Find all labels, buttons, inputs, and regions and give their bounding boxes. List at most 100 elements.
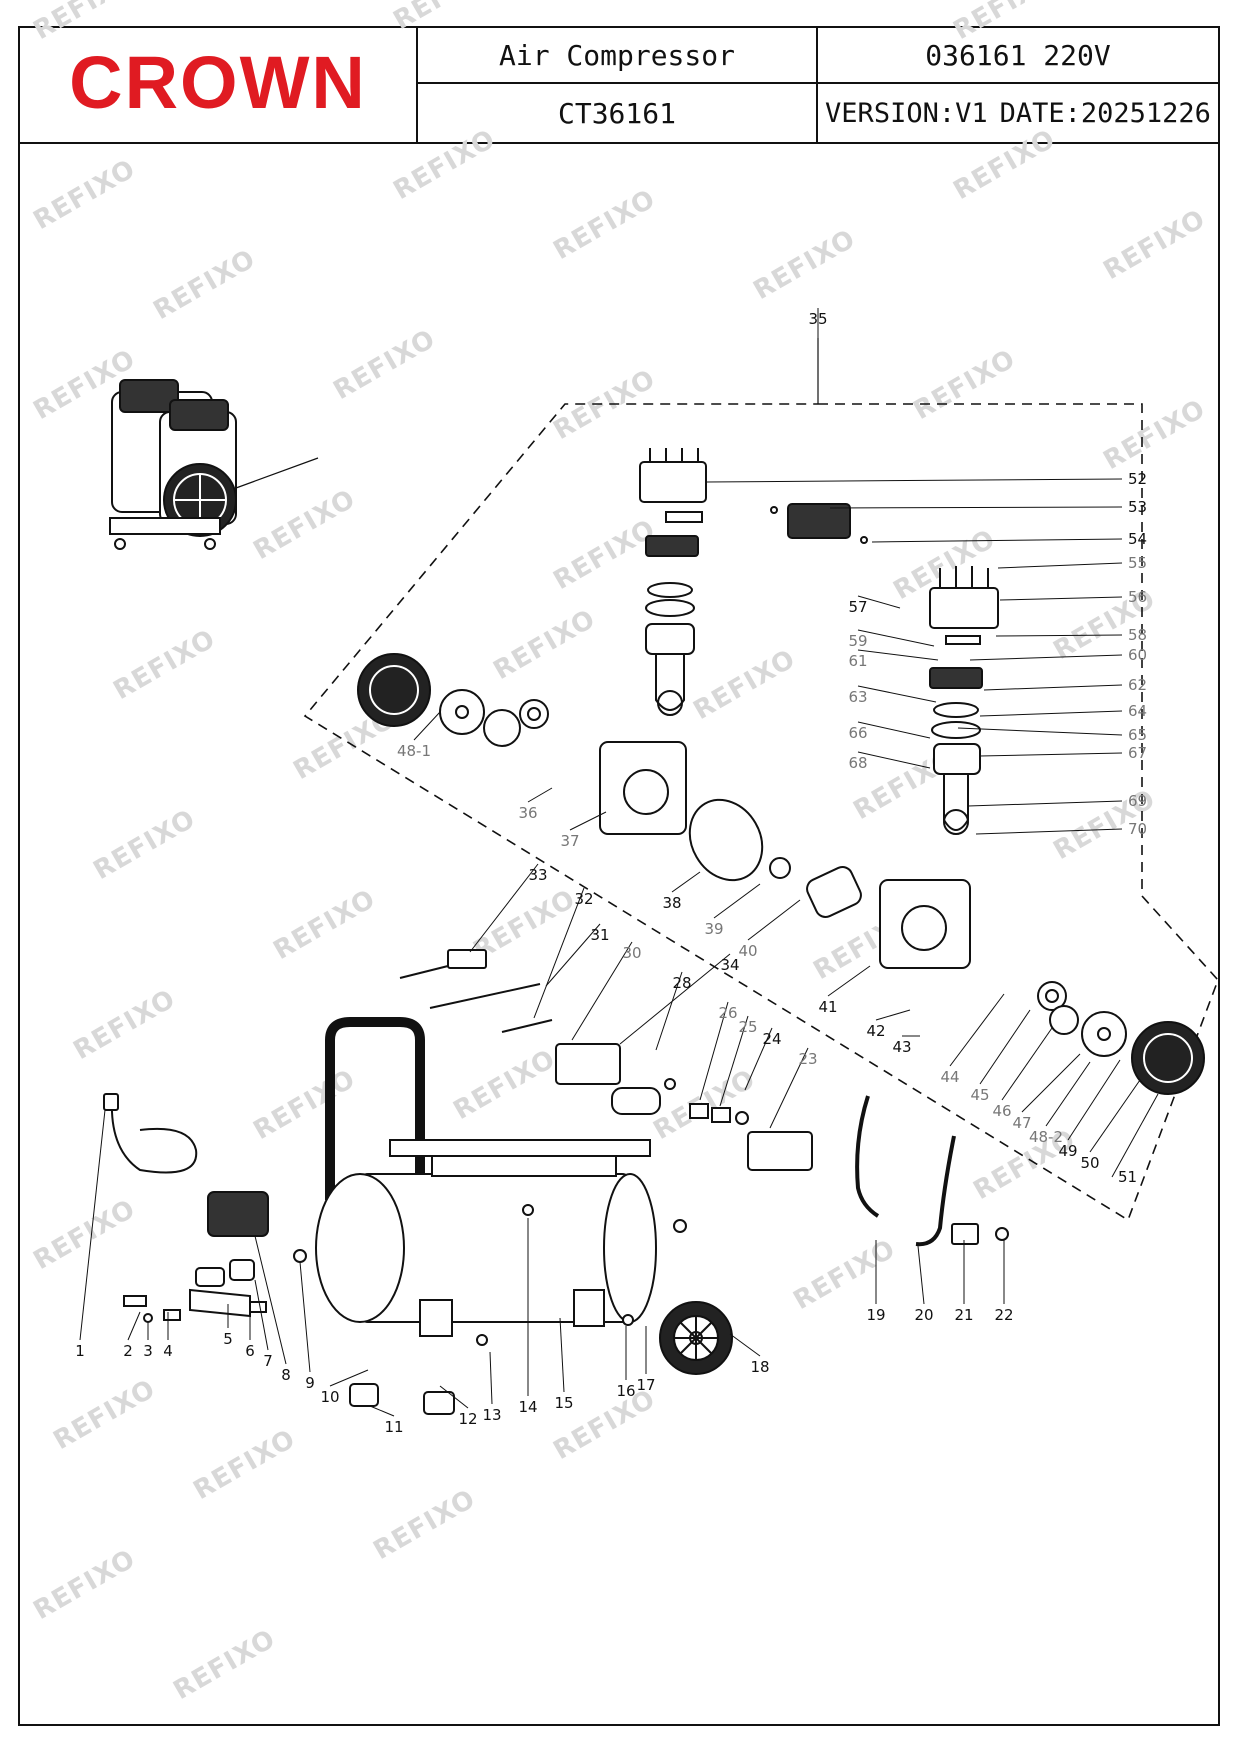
callout-leader-70: [975, 828, 1123, 835]
watermark-text: REFIXO: [249, 484, 361, 566]
callout-63: 63: [848, 688, 867, 706]
callout-leader-46: [1001, 1027, 1053, 1101]
watermark-text: REFIXO: [749, 224, 861, 306]
watermark-text: REFIXO: [489, 604, 601, 686]
cylinder-left: [639, 448, 707, 716]
watermark-text: REFIXO: [169, 1624, 281, 1706]
callout-leader-30: [571, 941, 633, 1041]
callout-leader-50: [1089, 1079, 1141, 1153]
callout-33: 33: [528, 866, 547, 884]
watermark-text: REFIXO: [29, 1544, 141, 1626]
callout-11: 11: [384, 1418, 403, 1436]
callout-leader-59: [857, 629, 935, 647]
watermark-text: REFIXO: [189, 1424, 301, 1506]
model-number: CT36161: [418, 84, 818, 142]
watermark-text: REFIXO: [389, 124, 501, 206]
watermark-text: REFIXO: [789, 1234, 901, 1316]
discharge-pipes: [855, 1095, 1009, 1247]
callout-36: 36: [518, 804, 537, 822]
callout-37: 37: [560, 832, 579, 850]
callout-leader-66: [857, 721, 931, 739]
callout-42: 42: [866, 1022, 885, 1040]
callout-22: 22: [994, 1306, 1013, 1324]
crankcase-and-motor: [519, 699, 1067, 1011]
callout-67: 67: [1128, 744, 1147, 762]
callout-16: 16: [616, 1382, 635, 1400]
callout-31: 31: [590, 926, 609, 944]
callout-leader-13: [489, 1351, 493, 1405]
callout-leader-40: [747, 899, 801, 941]
callout-leader-69: [967, 800, 1123, 807]
callout-17: 17: [636, 1376, 655, 1394]
callout-53: 53: [1128, 498, 1147, 516]
callout-leader-25: [719, 1015, 749, 1107]
callout-14: 14: [518, 1398, 537, 1416]
callout-35: 35: [808, 310, 827, 328]
watermark-text: REFIXO: [549, 364, 661, 446]
callout-leader-51: [1111, 1093, 1159, 1178]
callout-46: 46: [992, 1102, 1011, 1120]
version-date: VERSION:V1 DATE:20251226: [818, 84, 1218, 142]
callout-leader-10: [329, 1369, 369, 1387]
callout-leader-20: [917, 1245, 925, 1305]
power-cord-and-valves: [103, 1093, 687, 1415]
watermark-text: REFIXO: [389, 0, 501, 36]
callout-60: 60: [1128, 646, 1147, 664]
callout-leader-12: [439, 1385, 469, 1409]
leader-35a: [235, 457, 319, 489]
callout-34: 34: [720, 956, 739, 974]
watermark-text: REFIXO: [549, 184, 661, 266]
callout-21: 21: [954, 1306, 973, 1324]
watermark-text: REFIXO: [949, 0, 1061, 46]
callout-20: 20: [914, 1306, 933, 1324]
callout-38: 38: [662, 894, 681, 912]
document-title: Air Compressor: [418, 28, 818, 84]
brand-name: CROWN: [69, 41, 367, 124]
callout-13: 13: [482, 1406, 501, 1424]
callout-leader-2: [127, 1311, 141, 1341]
watermark-text: REFIXO: [89, 804, 201, 886]
callout-leader-38: [671, 871, 701, 893]
callout-leader-52: [705, 478, 1123, 483]
callout-54: 54: [1128, 530, 1147, 548]
callout-40: 40: [738, 942, 757, 960]
callout-41: 41: [818, 998, 837, 1016]
watermark-text: REFIXO: [1099, 204, 1211, 286]
callout-65: 65: [1128, 726, 1147, 744]
watermark-text: REFIXO: [69, 984, 181, 1066]
callout-leader-68: [857, 751, 931, 769]
callout-leader-37: [569, 811, 607, 831]
callout-leader-15: [559, 1317, 565, 1393]
pump-group-outline: [303, 403, 1219, 1222]
callout-25: 25: [738, 1018, 757, 1036]
callout-leader-62: [983, 684, 1123, 691]
watermark-text: REFIXO: [909, 344, 1021, 426]
callout-leader-53: [829, 506, 1123, 509]
callout-3: 3: [143, 1342, 153, 1360]
callout-leader-57: [857, 595, 901, 609]
callout-2: 2: [123, 1342, 133, 1360]
callout-leader-56: [999, 596, 1123, 601]
watermark-text: REFIXO: [149, 244, 261, 326]
callout-leader-65: [957, 727, 1123, 736]
callout-leader-48-1: [413, 711, 441, 741]
callout-leader-47: [1021, 1053, 1081, 1113]
watermark-text: REFIXO: [249, 1064, 361, 1146]
callout-leader-11: [369, 1405, 395, 1417]
crown-logo: CROWN: [69, 41, 367, 124]
callout-19: 19: [866, 1306, 885, 1324]
callout-48-2: 48-2: [1029, 1128, 1063, 1146]
electrical-parts: [399, 949, 813, 1171]
callout-45: 45: [970, 1086, 989, 1104]
watermark-text: REFIXO: [549, 514, 661, 596]
callout-7: 7: [263, 1352, 273, 1370]
callout-leader-63: [857, 685, 937, 703]
callout-12: 12: [458, 1410, 477, 1428]
watermark-text: REFIXO: [109, 624, 221, 706]
callout-leader-44: [949, 993, 1005, 1067]
callout-44: 44: [940, 1068, 959, 1086]
callout-leader-7: [254, 1279, 269, 1351]
callout-70: 70: [1128, 820, 1147, 838]
callout-39: 39: [704, 920, 723, 938]
